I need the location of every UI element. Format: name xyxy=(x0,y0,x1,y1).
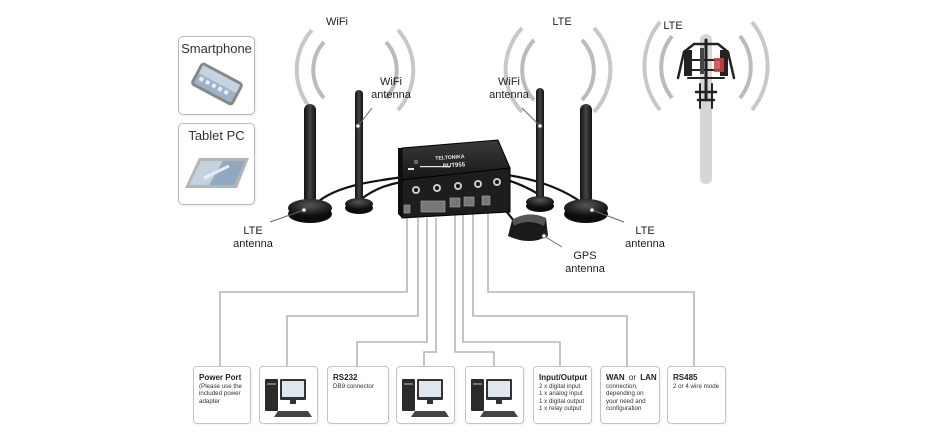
rs485-title: RS485 xyxy=(673,373,698,382)
tablet-label: Tablet PC xyxy=(188,128,245,143)
io-title: Input/Output xyxy=(539,373,587,382)
rs485-desc: 2 or 4 wire mode xyxy=(673,383,720,390)
router-device: TELTONIKA RUT955 xyxy=(398,139,511,219)
lte-antenna-right-label: LTE antenna xyxy=(620,225,670,251)
lte-signal-tower-icon xyxy=(642,20,770,112)
desktop-computer-icon xyxy=(265,379,312,417)
gps-antenna-label-line2: antenna xyxy=(565,263,605,275)
wifi-antenna-right-label-line2: antenna xyxy=(489,89,529,101)
smartphone-card: Smartphone xyxy=(178,36,255,115)
tablet-card: Tablet PC xyxy=(178,123,255,205)
wifi-antenna-left-label-line2: antenna xyxy=(371,89,411,101)
wifi-antenna-left xyxy=(345,90,373,214)
wifi-antenna-right-label: WiFi antenna xyxy=(484,76,534,102)
computer-box-3 xyxy=(465,366,524,424)
rs232-title: RS232 xyxy=(333,373,358,382)
lte-antenna-right-label-line2: antenna xyxy=(625,238,665,250)
rs232-box: RS232 DB9 connector xyxy=(327,366,389,424)
line-pc2 xyxy=(423,218,437,366)
lte-antenna-right xyxy=(564,104,608,223)
wifi-antenna-right-label-line1: WiFi xyxy=(498,76,520,88)
power-port-title: Power Port xyxy=(199,373,242,382)
cell-tower-icon xyxy=(676,34,736,184)
io-box: Input/Output 2 x digital input 1 x analo… xyxy=(533,366,592,424)
line-wanlan xyxy=(472,210,628,366)
io-desc: 2 x digital input 1 x analog input 1 x d… xyxy=(539,383,585,412)
power-port-desc: (Please use the included power adapter xyxy=(199,383,242,405)
gps-antenna-label-line1: GPS xyxy=(573,250,597,262)
tablet-icon xyxy=(185,158,249,188)
lte-tower-label: LTE xyxy=(663,20,683,32)
router-model-label: RUT955 xyxy=(443,162,466,170)
wan-lan-title: WAN or LAN xyxy=(606,373,657,382)
wifi-antenna-left-label-line1: WiFi xyxy=(380,76,402,88)
antenna-pointer-lines xyxy=(269,107,625,248)
lte-signal-label: LTE xyxy=(552,16,572,28)
wan-label: WAN xyxy=(606,373,625,382)
gps-antenna-label: GPS antenna xyxy=(560,250,610,276)
line-rs232 xyxy=(356,218,428,366)
lte-antenna-left-label-line1: LTE xyxy=(243,225,263,237)
wifi-signal-label: WiFi xyxy=(326,16,348,28)
line-pc3 xyxy=(454,210,495,366)
lte-antenna-right-label-line1: LTE xyxy=(635,225,655,237)
connection-lines xyxy=(219,210,695,366)
computer-box-2 xyxy=(396,366,455,424)
smartphone-icon xyxy=(191,62,243,106)
wan-lan-desc: connection, depending on your need and c… xyxy=(606,383,646,412)
lte-antenna-left-label-line2: antenna xyxy=(233,238,273,250)
line-io xyxy=(462,210,561,366)
line-power xyxy=(219,218,408,366)
lan-label: LAN xyxy=(640,373,657,382)
lte-antenna-left xyxy=(288,104,332,223)
line-rs485 xyxy=(487,210,695,366)
rs485-box: RS485 2 or 4 wire mode xyxy=(667,366,726,424)
or-label: or xyxy=(628,373,637,382)
line-pc1 xyxy=(286,218,419,366)
power-port-box: Power Port (Please use the included powe… xyxy=(193,366,251,424)
desktop-computer-icon xyxy=(402,379,449,417)
wan-lan-box: WAN or LAN connection, depending on your… xyxy=(600,366,660,424)
wifi-antenna-left-label: WiFi antenna xyxy=(366,76,416,102)
lte-signal-center-icon xyxy=(503,26,613,114)
wifi-signal-left-icon xyxy=(294,28,416,112)
router-brand-label: TELTONIKA xyxy=(435,154,465,162)
smartphone-label: Smartphone xyxy=(181,41,252,56)
wifi-antenna-right xyxy=(526,88,554,212)
desktop-computer-icon xyxy=(471,379,518,417)
computer-box-1 xyxy=(259,366,318,424)
gps-antenna xyxy=(508,214,548,241)
lte-antenna-left-label: LTE antenna xyxy=(228,225,278,251)
rs232-desc: DB9 connector xyxy=(333,383,374,390)
